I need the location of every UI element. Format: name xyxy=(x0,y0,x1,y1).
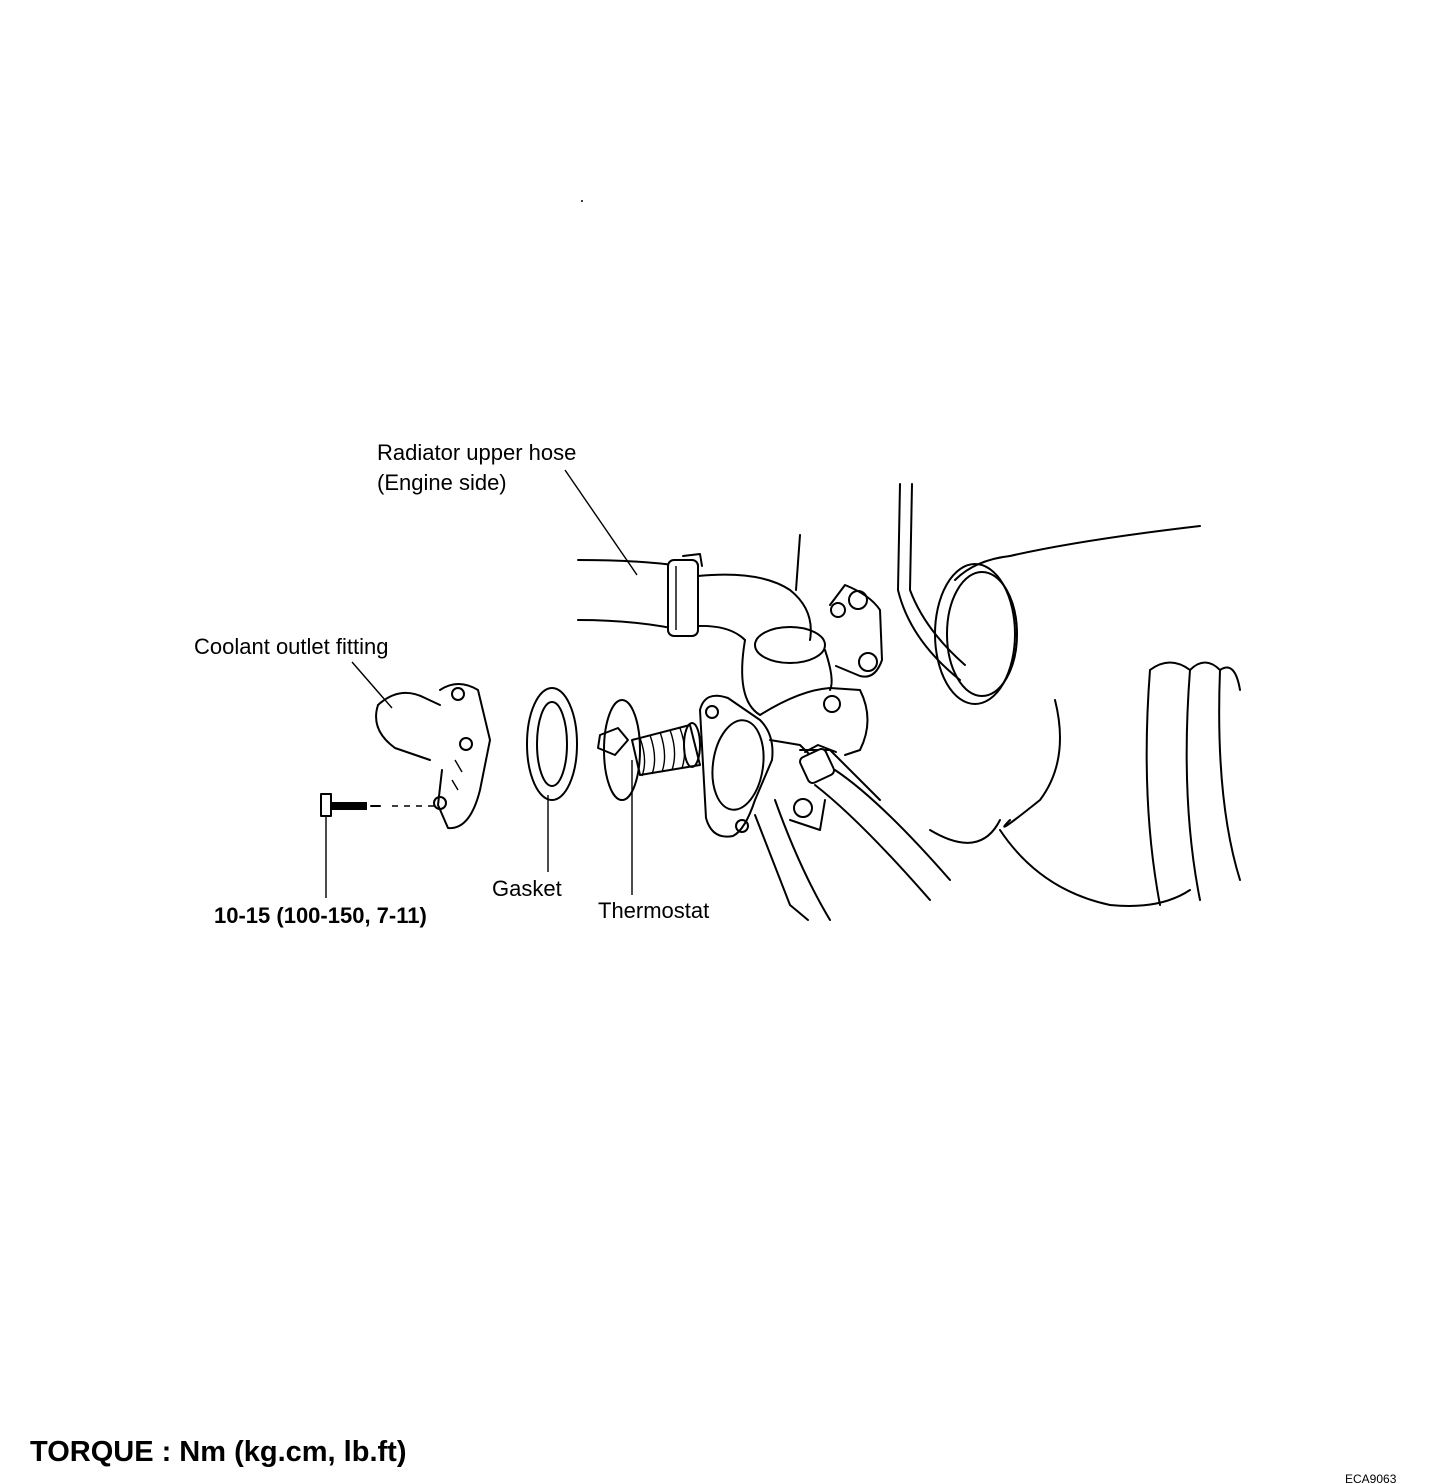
radiator-hose-label: Radiator upper hose xyxy=(377,440,577,465)
stray-dot xyxy=(581,200,583,202)
gasket-drawing xyxy=(526,687,578,801)
thermostat-label: Thermostat xyxy=(598,898,710,923)
torque-units-legend: TORQUE : Nm (kg.cm, lb.ft) xyxy=(30,1436,407,1468)
engine-block xyxy=(897,483,1241,907)
bolt-drawing xyxy=(320,793,436,817)
bolt-torque-spec: 10-15 (100-150, 7-11) xyxy=(214,903,427,928)
coolant-outlet-label: Coolant outlet fitting xyxy=(194,634,389,659)
radiator-hose-sublabel: (Engine side) xyxy=(377,470,507,495)
figure-code: ECA9063 xyxy=(1345,1472,1397,1484)
coolant-outlet-drawing xyxy=(375,683,491,830)
leader-lines xyxy=(325,469,638,898)
radiator-hose-drawing xyxy=(577,534,826,664)
gasket-label: Gasket xyxy=(492,876,562,901)
thermostat-housing xyxy=(699,584,951,921)
thermostat-drawing xyxy=(597,699,701,801)
